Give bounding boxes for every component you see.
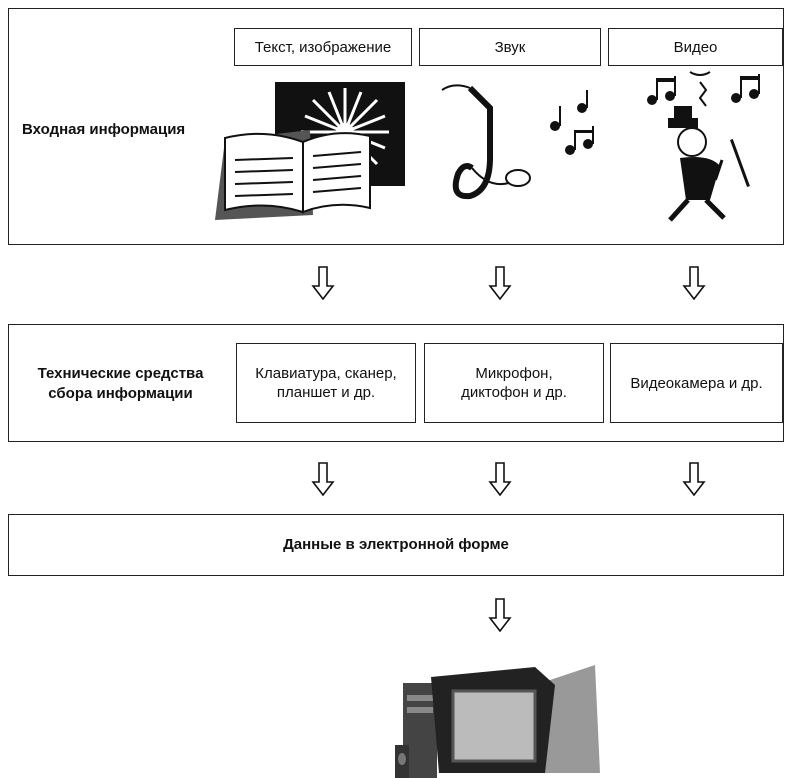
category-sound: Звук [419,28,601,66]
electronic-data-label: Данные в электронной форме [283,536,509,553]
computer-image [395,665,600,778]
device-microphone: Микрофон, диктофон и др. [424,343,604,423]
device-line1: Микрофон, [475,365,553,382]
down-arrow-icon [311,462,335,496]
category-video: Видео [608,28,783,66]
down-arrow-icon [311,266,335,300]
device-keyboard-scanner: Клавиатура, сканер, планшет и др. [236,343,416,423]
conductor-notes-image [647,71,760,222]
down-arrow-icon [682,462,706,496]
technical-means-label-line1: Технические средства [37,365,204,382]
down-arrow-icon [682,266,706,300]
technical-means-label-line2: сбора информации [48,385,193,402]
device-videocamera: Видеокамера и др. [610,343,783,423]
electronic-data-panel [8,514,784,576]
down-arrow-icon [488,462,512,496]
device-line1: Клавиатура, сканер, [255,365,397,382]
technical-means-label: Технические средства сбора информации [18,364,223,404]
device-line1: Видеокамера и др. [630,374,763,392]
book-flower-image [215,82,405,220]
category-text-image: Текст, изображение [234,28,412,66]
down-arrow-icon [488,598,512,632]
device-line2: планшет и др. [276,384,376,401]
saxophone-notes-image [441,84,594,200]
input-information-label: Входная информация [22,121,186,138]
down-arrow-icon [488,266,512,300]
device-line2: диктофон и др. [461,384,567,401]
